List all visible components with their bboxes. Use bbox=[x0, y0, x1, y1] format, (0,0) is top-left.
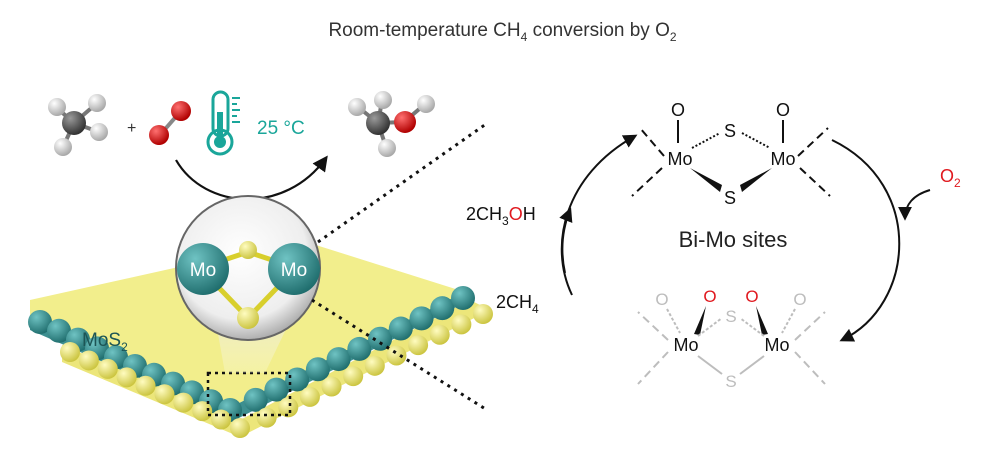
inset-mo-right: Mo bbox=[281, 260, 307, 281]
svg-text:S: S bbox=[725, 372, 736, 391]
s-atom bbox=[256, 407, 277, 428]
diagram-title: Room-temperature CH4 conversion by O2 bbox=[0, 20, 1005, 44]
svg-text:S: S bbox=[724, 188, 736, 208]
svg-text:O: O bbox=[776, 100, 790, 120]
cycle-arrow-left bbox=[560, 134, 638, 296]
s-atom bbox=[154, 384, 175, 405]
mo-atom bbox=[28, 310, 52, 334]
svg-text:Mo: Mo bbox=[764, 335, 789, 355]
svg-text:O: O bbox=[793, 290, 806, 309]
zoom-line-bottom bbox=[311, 298, 488, 412]
s-atom bbox=[321, 376, 342, 397]
svg-text:O: O bbox=[703, 287, 716, 306]
methane-label: 2CH4 bbox=[496, 292, 539, 316]
mo-atom bbox=[388, 316, 413, 341]
s-atom bbox=[230, 418, 250, 438]
svg-text:O: O bbox=[671, 100, 685, 120]
site-selection-box bbox=[206, 371, 292, 417]
reaction-arrow bbox=[175, 155, 328, 201]
bi-mo-sites-label: Bi-Mo sites bbox=[679, 227, 788, 252]
s-atom bbox=[60, 342, 80, 362]
s-atom bbox=[386, 345, 407, 366]
mo-atom bbox=[451, 286, 475, 310]
svg-text:Mo: Mo bbox=[673, 335, 698, 355]
mo-atom bbox=[368, 326, 393, 351]
methanol-output-arrow bbox=[559, 207, 573, 274]
svg-text:S: S bbox=[724, 121, 736, 141]
mo-atom bbox=[264, 377, 289, 402]
methanol-molecule bbox=[348, 91, 435, 157]
mo-atom bbox=[430, 296, 455, 321]
mo-atom bbox=[47, 318, 71, 343]
o2-input-arrow bbox=[898, 189, 931, 221]
oxygen-molecule bbox=[149, 101, 191, 145]
svg-text:Mo: Mo bbox=[667, 149, 692, 169]
s-atom bbox=[211, 409, 232, 430]
mo-atom bbox=[285, 367, 310, 392]
s-atom bbox=[97, 358, 118, 379]
cycle-arrow-right bbox=[831, 139, 901, 342]
plus-sign: + bbox=[127, 120, 136, 137]
svg-text:O: O bbox=[745, 287, 758, 306]
s-atom bbox=[173, 392, 194, 413]
title-text: Room-temperature CH bbox=[328, 20, 521, 41]
s-atom bbox=[78, 350, 99, 371]
bi-mo-structure-bottom: O O O O S S Mo Mo bbox=[637, 287, 826, 391]
s-atom bbox=[451, 314, 472, 335]
s-atom bbox=[116, 367, 137, 388]
temperature-label: 25 °C bbox=[257, 118, 305, 139]
methanol-label: 2CH3OH bbox=[466, 204, 536, 228]
svg-text:S: S bbox=[725, 307, 736, 326]
mos2-label: MoS2 bbox=[82, 330, 128, 354]
s-atom bbox=[364, 355, 385, 376]
title-text-2: conversion by O bbox=[527, 20, 670, 41]
s-atom bbox=[408, 335, 429, 356]
s-atom bbox=[192, 401, 213, 422]
s-atom bbox=[135, 375, 156, 396]
zoom-line-top bbox=[317, 122, 487, 244]
magnifier-bubble: Mo Mo bbox=[175, 195, 321, 341]
s-atom bbox=[299, 386, 320, 407]
bi-mo-structure-top: O O Mo Mo S S bbox=[631, 100, 831, 208]
mo-atom bbox=[305, 357, 330, 382]
svg-text:Mo: Mo bbox=[770, 149, 795, 169]
inset-mo-left: Mo bbox=[190, 260, 216, 281]
o2-label: O2 bbox=[940, 166, 961, 190]
s-atom bbox=[473, 304, 493, 324]
methane-molecule bbox=[48, 94, 108, 156]
mo-atom bbox=[326, 347, 351, 372]
s-atom bbox=[278, 397, 299, 418]
mo-atom bbox=[347, 336, 372, 361]
title-subscript-2: 2 bbox=[669, 29, 677, 44]
s-atom bbox=[343, 366, 364, 387]
thermometer-icon bbox=[206, 90, 240, 156]
mo-atom bbox=[409, 306, 434, 331]
title-subscript-4: 4 bbox=[520, 29, 528, 44]
svg-text:O: O bbox=[655, 290, 668, 309]
mo-atom bbox=[243, 387, 268, 412]
s-atom bbox=[429, 324, 450, 345]
